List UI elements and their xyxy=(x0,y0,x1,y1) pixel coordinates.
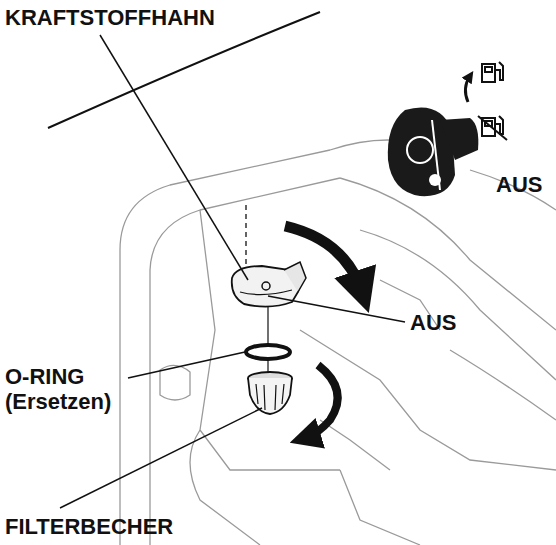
axis-line xyxy=(267,360,268,372)
leader-line xyxy=(60,35,405,508)
turn-arrow xyxy=(285,226,362,292)
axis-line xyxy=(267,306,268,343)
fuel-on-symbol xyxy=(482,62,503,82)
o-ring xyxy=(246,345,290,359)
unscrew-arrow xyxy=(305,365,338,438)
fuel-valve xyxy=(232,262,306,307)
part-label: KRAFTSTOFFHAHN xyxy=(5,5,215,30)
position-label: AUS xyxy=(496,172,542,197)
fuel-valve-knob xyxy=(388,108,479,197)
engine-outline xyxy=(120,140,556,545)
position-label: AUS xyxy=(410,310,456,335)
fuel-off-symbol xyxy=(478,116,507,140)
part-label: FILTERBECHER xyxy=(5,514,173,539)
rotation-arrow xyxy=(465,76,470,102)
part-label: O-RING (Ersetzen) xyxy=(5,364,131,415)
filter-cup xyxy=(248,372,292,414)
